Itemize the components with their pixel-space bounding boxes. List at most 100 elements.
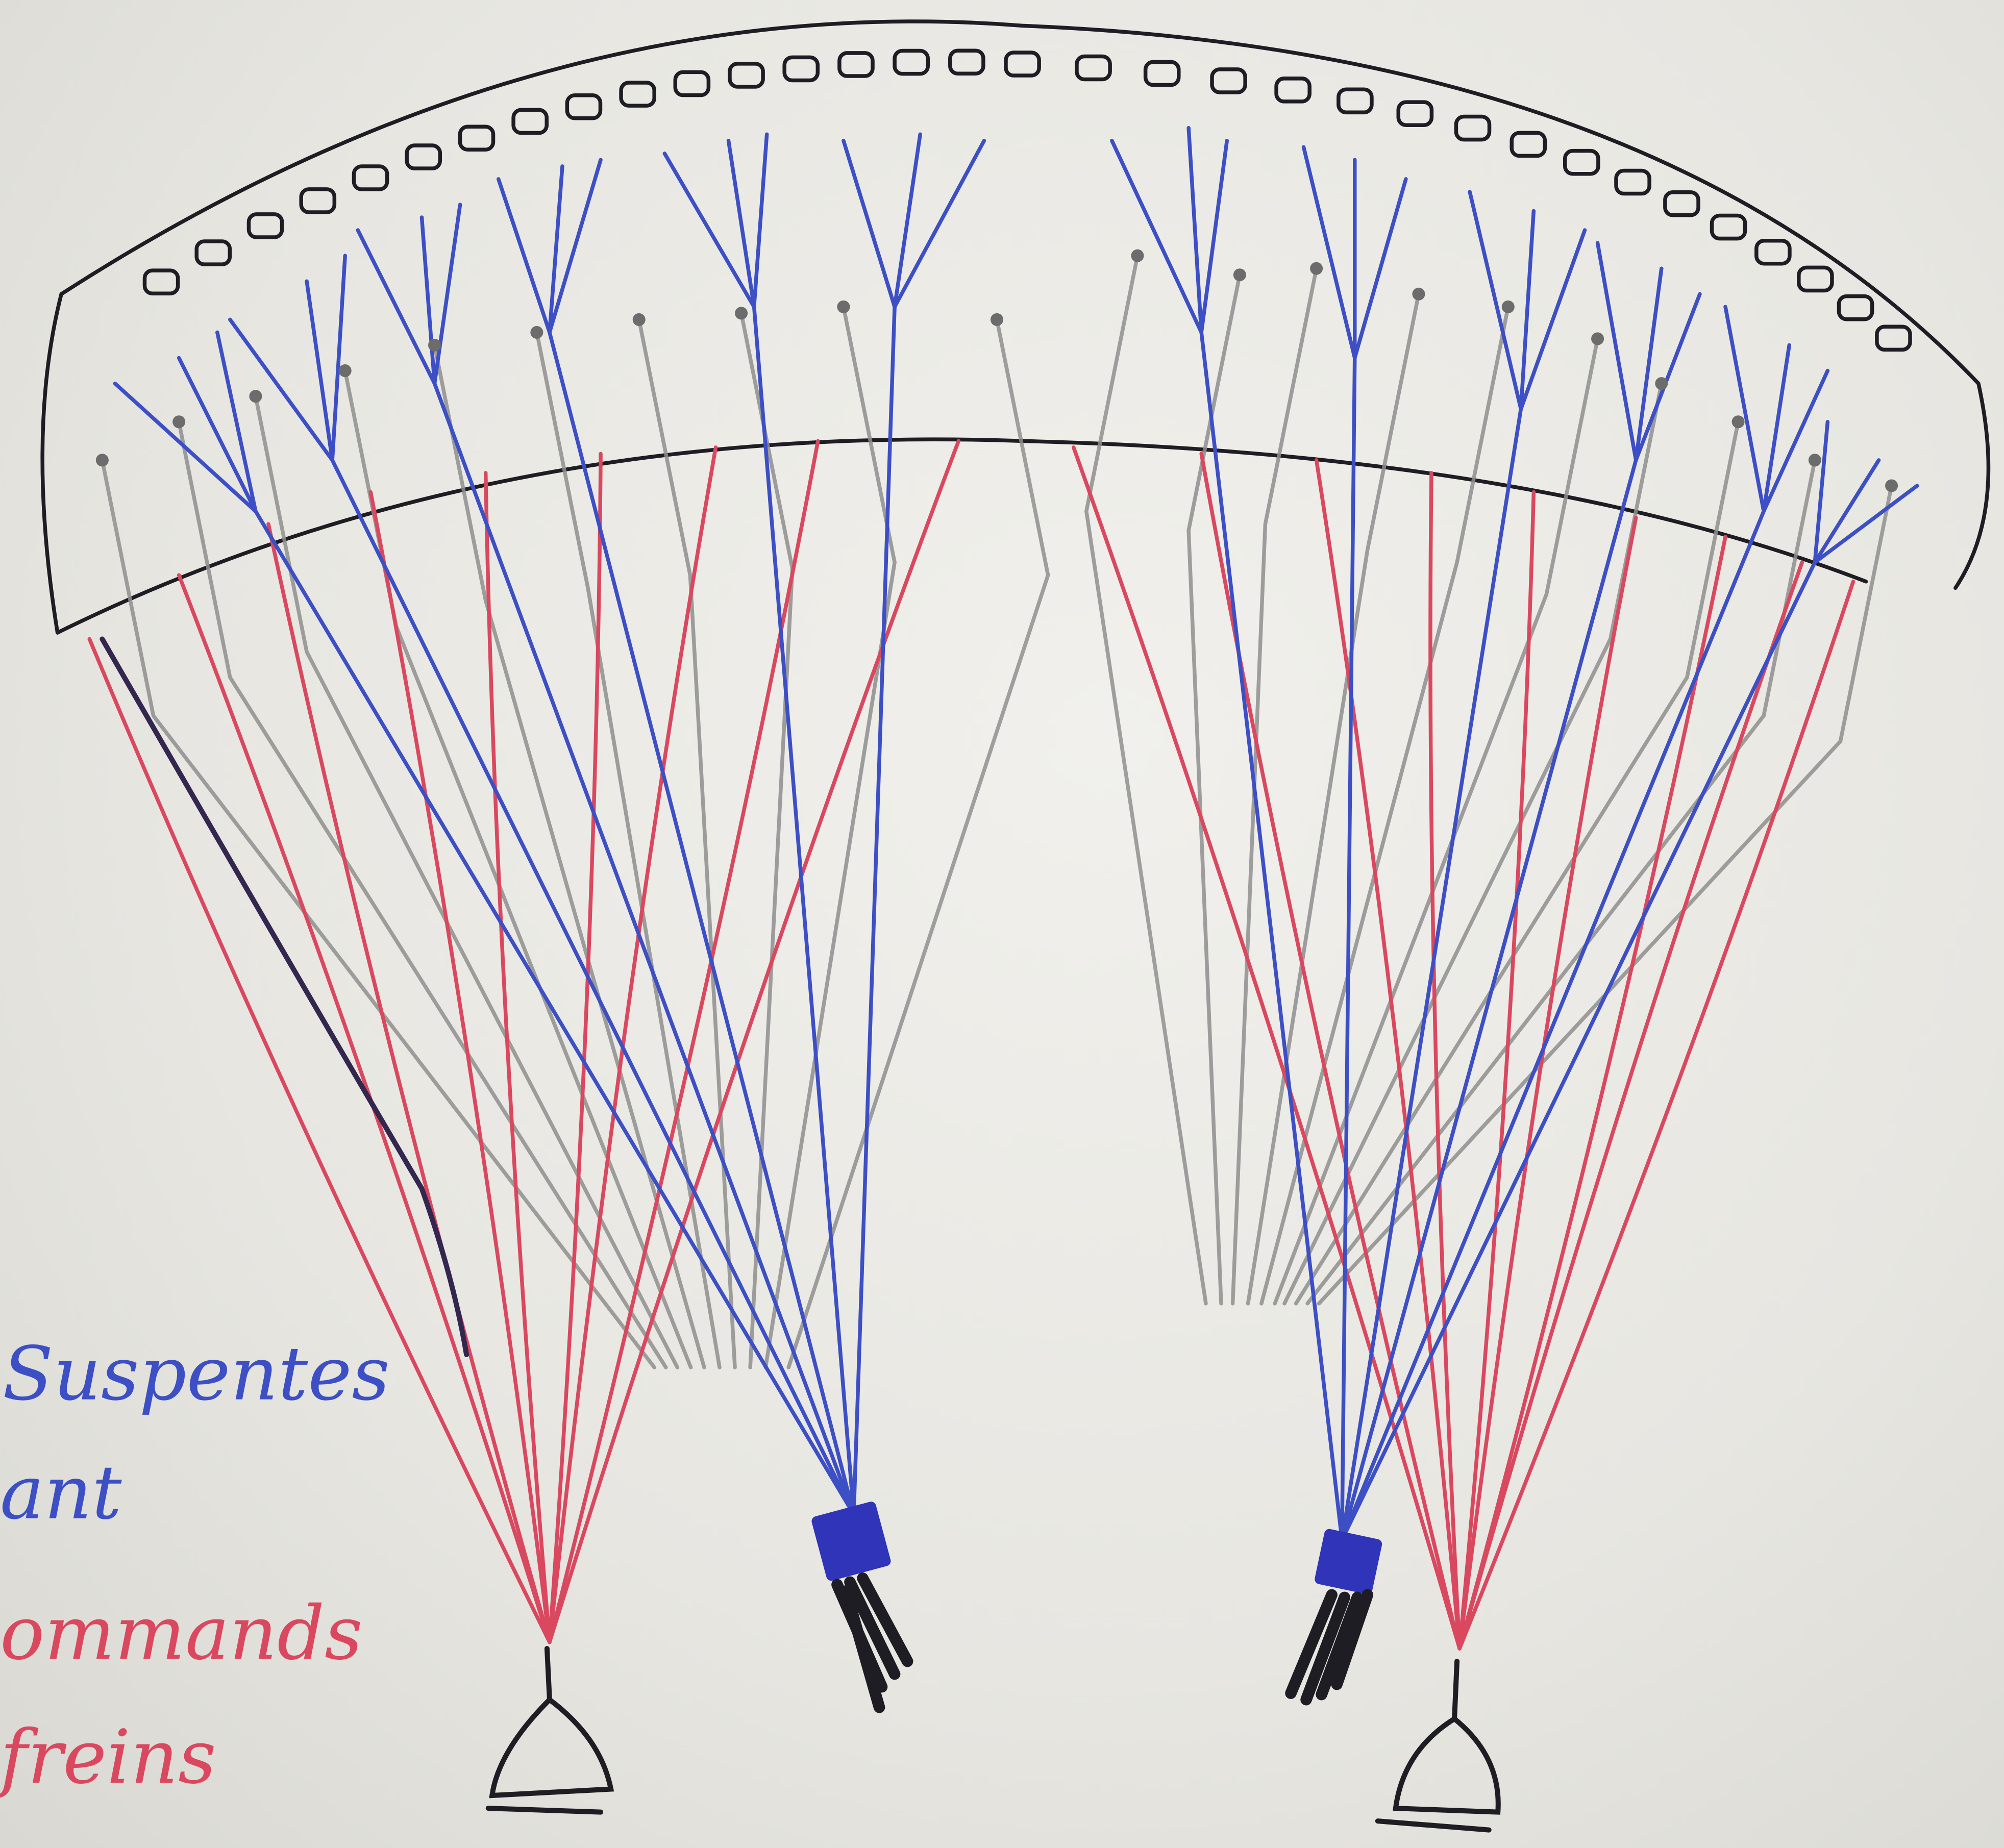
cell-opening [1839,296,1872,319]
brake-line-right [1459,562,1802,1649]
attachment-dot [1809,454,1821,466]
attachment-dot [1233,268,1246,281]
right-brake-handle [1378,1661,1498,1830]
legend-commands-label: ommands [0,1590,363,1677]
attachment-dot [1131,249,1144,262]
rear-lines-gray [102,256,1891,1367]
front-right-top-line [1112,141,1201,333]
attachment-dot [249,390,262,403]
cell-opening [1006,53,1039,76]
front-right-top-line [1815,486,1917,562]
cell-opening [1712,215,1745,238]
front-left-top-line [844,141,895,307]
cell-opening [513,110,547,133]
front-left-top-line [435,205,460,384]
right-riser [1291,1528,1383,1700]
attachment-dot [1591,332,1604,345]
cell-opening [460,127,493,149]
cell-opening [950,51,983,73]
canopy-trailing-edge [58,439,1866,633]
cell-opening [249,214,282,237]
attachment-dot [633,313,646,326]
cell-opening [621,83,654,106]
cell-opening [730,64,763,87]
rear-line-left [256,396,677,1367]
front-left-top-line [217,332,256,511]
attachment-dot [1732,415,1745,428]
attachment-dot [1502,301,1515,313]
cell-opening [196,241,230,264]
cell-opening [895,51,928,74]
attachment-dot [1310,262,1323,275]
legend-suspentes-label: Suspentes [3,1331,390,1417]
cell-opening [407,145,440,168]
front-left-top-line [332,256,345,460]
cell-opening [1565,151,1598,174]
attachment-dot [96,454,109,466]
cell-opening [1456,116,1489,139]
brake-line-left [550,441,818,1642]
attachment-dot [1412,288,1425,301]
attachment-dot [837,301,850,313]
canopy-left-edge [42,294,61,633]
front-right-main-line [1342,358,1355,1540]
canopy-cell-openings [144,51,1910,349]
cell-opening [1512,133,1545,156]
attachment-dot [1885,479,1898,492]
cell-opening [1799,267,1832,290]
front-right-main-line [1342,562,1815,1540]
cell-opening [1146,62,1179,85]
line-attachment-points [96,249,1898,492]
front-right-top-line [1725,307,1764,511]
cell-opening [567,95,600,118]
attachment-dot [428,339,441,352]
attachment-dot [991,313,1003,326]
brake-lines-red [89,441,1853,1649]
front-lines-blue [115,128,1917,1540]
attachment-dot [735,307,748,319]
rear-line-right [1284,384,1662,1304]
cell-opening [1877,327,1910,349]
legend-freins-label: freins [0,1714,216,1801]
front-right-top-line [1355,179,1406,358]
cell-opening [1616,170,1649,193]
attachment-dot [172,415,185,428]
attachment-dot [530,326,543,339]
left-outer-stabilo-line [102,639,466,1355]
front-right-top-line [1189,128,1201,333]
front-right-top-line [1201,141,1227,333]
front-left-main-line [550,332,854,1514]
cell-opening [144,270,178,293]
cell-opening [1756,241,1790,264]
legend-avant-label: ant [0,1450,122,1536]
front-right-top-line [1304,147,1355,358]
cell-opening [301,189,334,212]
canopy-leading-edge [61,21,1988,588]
cell-opening [1212,69,1245,92]
front-right-top-line [1598,243,1636,460]
canopy [42,21,1988,633]
brake-line-right [1459,582,1853,1649]
brake-line-right [1459,518,1636,1649]
cell-opening [1339,89,1372,112]
left-riser [810,1501,907,1707]
cell-opening [675,72,708,95]
cell-opening [1665,192,1698,215]
cell-opening [784,57,818,80]
cell-opening [354,166,387,189]
front-left-main-line [854,307,895,1514]
left-brake-handle [488,1649,611,1812]
cell-opening [839,53,873,76]
cell-opening [1077,56,1110,79]
attachment-dot [339,364,352,377]
attachment-dot [1655,377,1668,390]
front-left-top-line [499,179,550,333]
cell-opening [1398,102,1431,125]
front-left-top-line [754,134,767,307]
front-right-top-line [1815,422,1827,562]
front-right-main-line [1201,332,1342,1540]
front-left-top-line [115,384,255,511]
brake-line-right [1074,447,1459,1649]
